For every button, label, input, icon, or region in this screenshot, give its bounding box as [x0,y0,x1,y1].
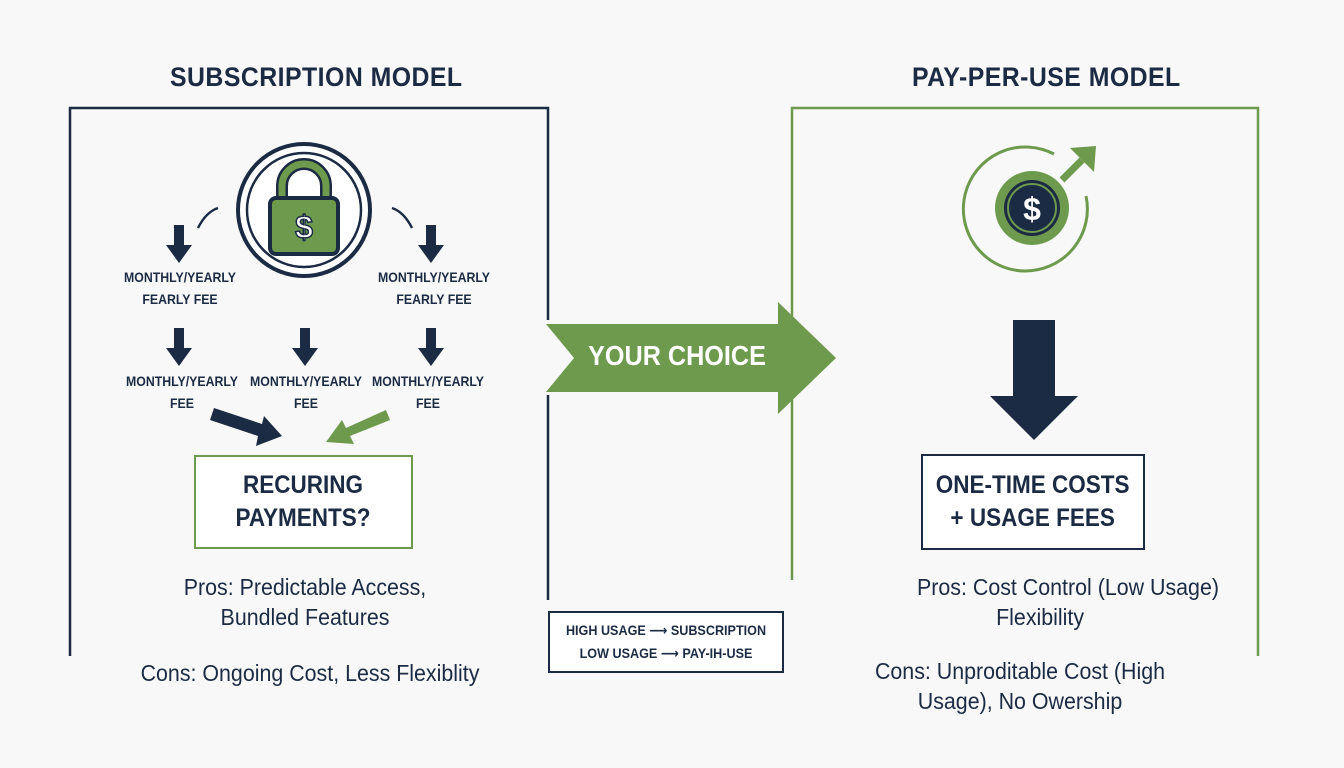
fee-label-line: MONTHLY/YEARLY [249,373,363,389]
recurring-payments-label: RECURING PAYMENTS? [236,469,371,535]
your-choice-arrow [546,302,836,414]
box-line: ONE-TIME COSTS [936,471,1130,499]
legend-line-low: LOW USAGE ⟶ PAY-IH-USE [579,645,753,661]
fee-label-line: MONTHLY/YEARLY [123,269,237,285]
down-arrow-icon [418,225,444,263]
payperuse-cons: Cons: Unproditable Cost (High Usage), No… [862,656,1178,716]
payperuse-title: PAY-PER-USE MODEL [912,62,1181,92]
green-diagonal-arrow-icon [326,410,390,444]
down-arrow-icon [166,328,192,366]
fee-label-line: FEE [416,395,440,411]
legend-line-high: HIGH USAGE ⟶ SUBSCRIPTION [565,622,767,638]
fee-label-line: FEARLY FEE [396,291,472,307]
recurring-payments-box: RECURING PAYMENTS? [194,455,413,549]
fee-label-top-right: MONTHLY/YEARLY FEARLY FEE [372,266,495,310]
fee-label-bottom-left: MONTHLY/YEARLY FEE [120,370,243,414]
fee-label-top-left: MONTHLY/YEARLY FEARLY FEE [118,266,241,310]
large-down-arrow-icon [990,320,1078,440]
box-line: PAYMENTS? [235,504,372,532]
fee-label-bottom-middle: MONTHLY/YEARLY FEE [244,370,367,414]
subscription-cons: Cons: Ongoing Cost, Less Flexiblity [140,660,480,686]
lock-dollar-sign: $ [295,209,313,245]
one-time-costs-label: ONE-TIME COSTS + USAGE FEES [936,469,1130,535]
navy-diagonal-arrow-icon [210,408,282,446]
subscription-title: SUBSCRIPTION MODEL [170,62,463,92]
fee-label-bottom-right: MONTHLY/YEARLY FEE [366,370,489,414]
one-time-costs-box: ONE-TIME COSTS + USAGE FEES [921,454,1145,550]
fee-label-line: MONTHLY/YEARLY [371,373,485,389]
pros-line: Bundled Features [220,604,390,630]
payperuse-pros: Pros: Cost Control (Low Usage) Flexibili… [910,572,1226,632]
pros-line: Flexibility [996,604,1085,630]
pros-line: Pros: Predictable Access, [183,574,427,600]
down-arrow-icon [166,225,192,263]
box-line: + USAGE FEES [950,504,1116,532]
fee-label-line: MONTHLY/YEARLY [125,373,239,389]
cons-line: Cons: Unproditable Cost (High [874,658,1166,684]
converging-arrows [210,408,390,446]
lock-accent-curves [196,206,414,229]
down-arrow-icon [292,328,318,366]
down-arrow-icon [418,328,444,366]
fee-label-line: FEE [294,395,318,411]
subscription-pros: Pros: Predictable Access, Bundled Featur… [142,572,468,632]
fee-label-line: FEE [170,395,194,411]
pros-line: Pros: Cost Control (Low Usage) [917,574,1219,600]
dollar-coin-growth-icon: $ [961,145,1096,273]
padlock-dollar-icon: $ [236,142,372,278]
your-choice-label: YOUR CHOICE [588,340,766,371]
fee-label-line: MONTHLY/YEARLY [377,269,491,285]
fee-label-line: FEARLY FEE [142,291,218,307]
cons-line: Usage), No Owership [917,688,1123,714]
box-line: RECURING [243,471,364,499]
coin-dollar-sign: $ [1023,191,1041,227]
usage-legend-box: HIGH USAGE ⟶ SUBSCRIPTION LOW USAGE ⟶ PA… [548,611,784,673]
